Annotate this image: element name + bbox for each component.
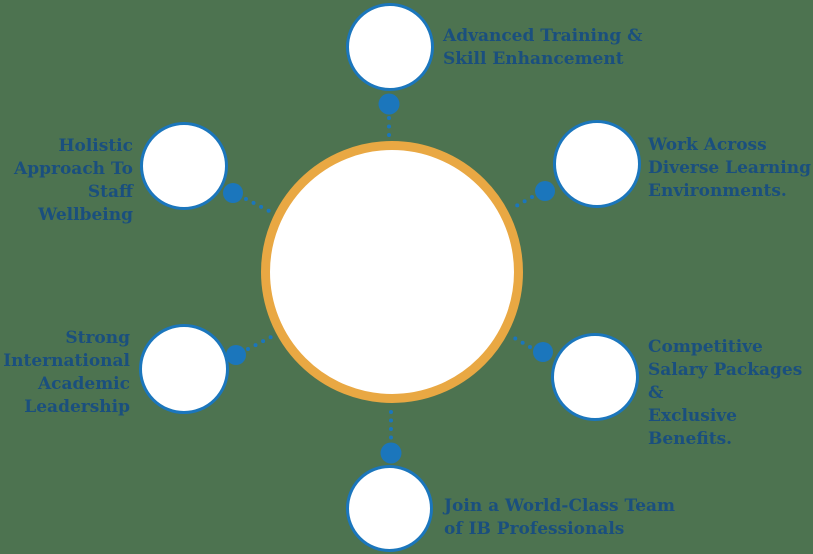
node-label-competitive-salary: Competitive Salary Packages & Exclusive …	[648, 337, 803, 449]
node-label-world-class-team: Join a World-Class Team of IB Profession…	[444, 496, 676, 539]
satellite-circle-bottom-right	[551, 333, 639, 421]
anchor-dot-top	[378, 93, 400, 115]
central-hub-circle	[261, 141, 523, 403]
satellite-circle-top-right	[553, 120, 641, 208]
node-label-holistic-approach: Holistic Approach To Staff Wellbeing	[14, 136, 133, 225]
connector-bottom-left	[246, 334, 275, 351]
node-label-advanced-training: Advanced Training & Skill Enhancement	[443, 26, 643, 69]
anchor-dot-bottom-right	[533, 342, 553, 362]
satellite-circle-bottom-left	[139, 324, 229, 414]
connector-top-left	[244, 197, 273, 214]
connector-bottom-right	[509, 334, 532, 349]
anchor-dot-bottom	[380, 442, 402, 464]
connector-top-right	[509, 195, 534, 211]
node-label-work-across: Work Across Diverse Learning Environment…	[648, 135, 811, 201]
anchor-dot-top-right	[535, 181, 555, 201]
anchor-dot-top-left	[223, 183, 243, 203]
satellite-circle-top-left	[140, 122, 228, 210]
satellite-circle-top	[346, 3, 434, 91]
node-label-strong-leadership: Strong International Academic Leadership	[3, 328, 130, 417]
anchor-dot-bottom-left	[226, 345, 246, 365]
satellite-circle-bottom	[346, 465, 433, 552]
